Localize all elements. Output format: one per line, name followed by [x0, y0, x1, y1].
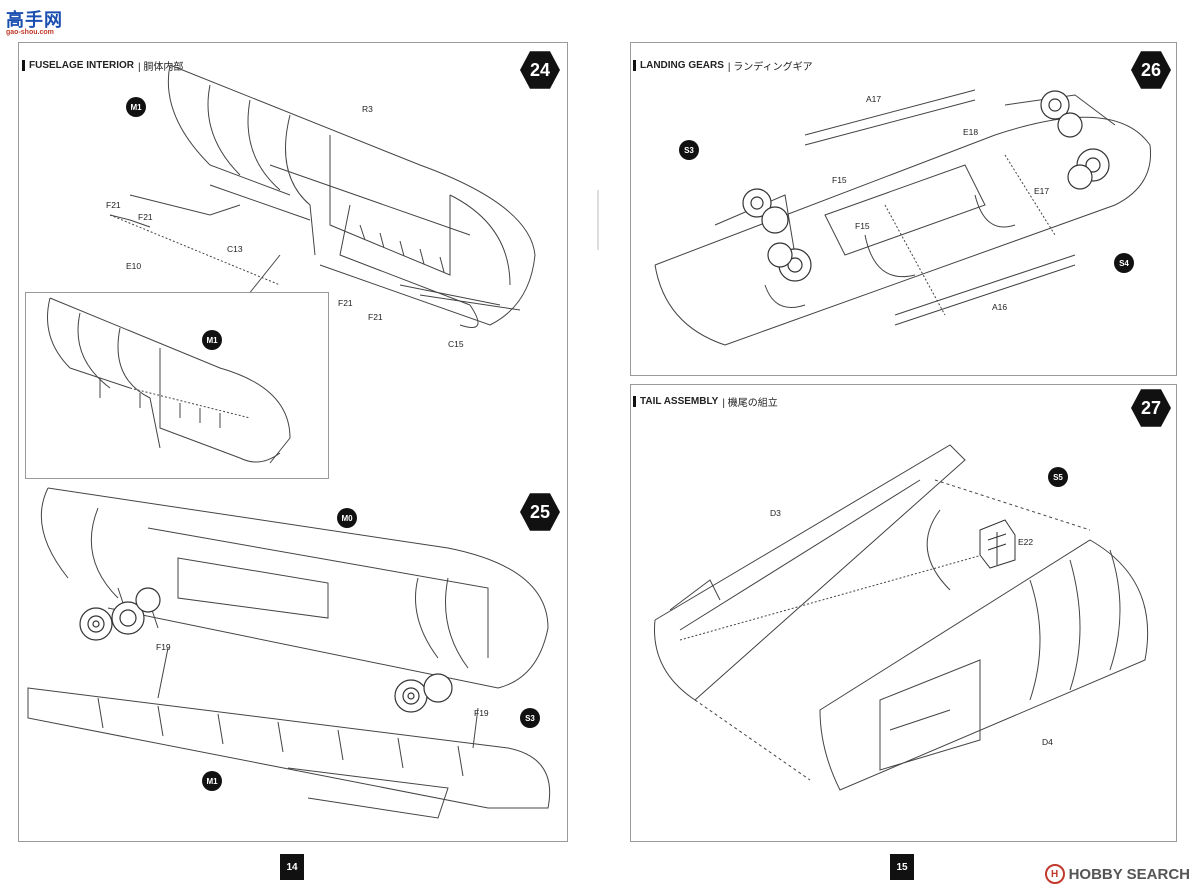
hobby-search-brand: H HOBBY SEARCH — [1044, 864, 1190, 884]
site-watermark: 高手网 gao-shou.com — [6, 6, 63, 36]
marker-m0: M0 — [337, 508, 357, 528]
step-27-title-en: TAIL ASSEMBLY — [640, 396, 719, 407]
tail-assembly-drawing — [654, 444, 1149, 791]
landing-gears-drawing — [654, 89, 1152, 346]
title-bar-icon — [633, 60, 636, 71]
label-f15-b: F15 — [855, 221, 870, 231]
label-a16: A16 — [992, 302, 1008, 312]
marker-m1-b: M1 — [202, 330, 222, 350]
inset-detail-panel — [25, 292, 329, 479]
page-number-left: 14 — [280, 854, 304, 880]
step-27-title: TAIL ASSEMBLY | 機尾の組立 — [633, 394, 778, 409]
label-a17: A17 — [866, 94, 882, 104]
step-26-title-en: LANDING GEARS — [640, 60, 724, 71]
step-27-panel — [630, 384, 1177, 842]
step-25-badge: 25 — [520, 493, 560, 531]
step-24-title: FUSELAGE INTERIOR | 胴体内部 — [22, 58, 183, 73]
marker-s3-a: S3 — [520, 708, 540, 728]
label-r3: R3 — [362, 104, 373, 114]
label-f19-a: F19 — [156, 642, 171, 652]
title-bar-icon — [22, 60, 25, 71]
watermark-url: gao-shou.com — [6, 29, 54, 36]
label-c15: C15 — [448, 339, 464, 349]
watermark-chars: 高手网 — [6, 10, 63, 31]
label-e18: E18 — [963, 127, 979, 137]
label-e10: E10 — [126, 261, 142, 271]
marker-s5: S5 — [1048, 467, 1068, 487]
step-26-title-jp: | ランディングギア — [727, 62, 813, 73]
step-24-badge: 24 — [520, 51, 560, 89]
label-f21-a: F21 — [106, 200, 121, 210]
step-24-title-en: FUSELAGE INTERIOR — [29, 60, 135, 71]
marker-m1-c: M1 — [202, 771, 222, 791]
inset-fuselage-drawing — [47, 297, 291, 464]
brand-logo-icon: H — [1044, 864, 1065, 884]
step-26-title: LANDING GEARS | ランディングギア — [633, 58, 813, 73]
label-e22: E22 — [1018, 537, 1034, 547]
page-fold-divider — [597, 190, 599, 250]
label-d3: D3 — [770, 508, 781, 518]
marker-m1-a: M1 — [126, 97, 146, 117]
label-f21-b: F21 — [138, 212, 153, 222]
label-f19-b: F19 — [474, 708, 489, 718]
step-24-title-jp: | 胴体内部 — [138, 62, 184, 73]
label-c13: C13 — [227, 244, 243, 254]
label-f15-a: F15 — [832, 175, 847, 185]
step-27-title-jp: | 機尾の組立 — [722, 398, 778, 409]
label-f21-d: F21 — [368, 312, 383, 322]
marker-s4: S4 — [1114, 253, 1134, 273]
brand-text: HOBBY SEARCH — [1068, 865, 1190, 883]
title-bar-icon — [633, 396, 636, 407]
fuselage-interior-drawing — [109, 64, 536, 328]
page-number-right: 15 — [890, 854, 914, 880]
label-e17: E17 — [1034, 186, 1050, 196]
label-f21-c: F21 — [338, 298, 353, 308]
label-d4: D4 — [1042, 737, 1053, 747]
marker-s3-b: S3 — [679, 140, 699, 160]
step-26-panel — [630, 42, 1177, 376]
landing-gear-fuselage-drawing — [27, 487, 551, 819]
